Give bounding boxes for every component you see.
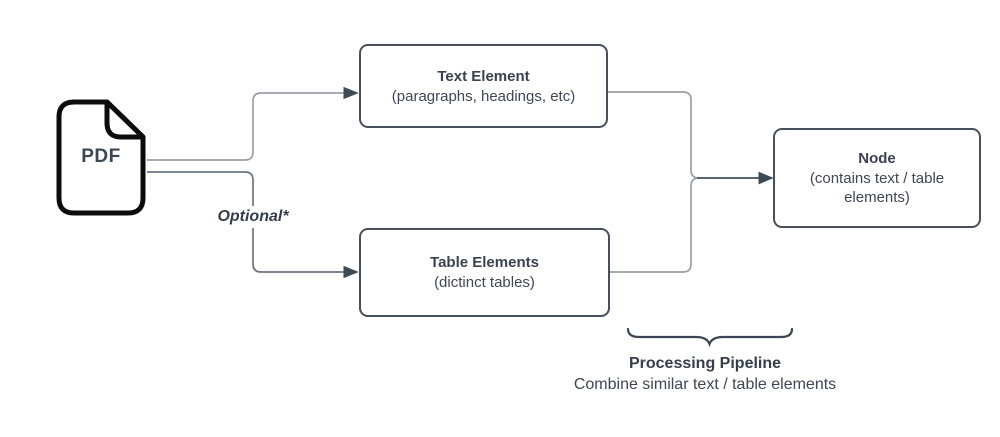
curly-brace — [626, 327, 794, 348]
connector-pdf-to-text-element — [147, 86, 359, 161]
node-title: Node — [858, 150, 896, 167]
table-elements-title: Table Elements — [430, 254, 539, 271]
arrowhead-table-elements — [343, 265, 359, 279]
arrowhead-node — [758, 171, 774, 185]
text-element-subtitle: (paragraphs, headings, etc) — [391, 87, 576, 105]
processing-pipeline-caption: Processing Pipeline Combine similar text… — [555, 353, 855, 396]
table-elements-subtitle: (dictinct tables) — [434, 274, 535, 291]
connector-merge-to-node — [697, 171, 774, 185]
pdf-label: PDF — [81, 145, 121, 167]
connector-text-element-to-merge — [608, 91, 700, 179]
node-node: Node (contains text / table elements) — [773, 128, 981, 228]
text-element-title: Text Element — [437, 67, 530, 85]
arrowhead-text-element — [343, 86, 359, 100]
caption-subtitle: Combine similar text / table elements — [573, 376, 837, 393]
connector-table-elements-to-merge — [610, 177, 700, 273]
optional-note: Optional* — [204, 206, 302, 228]
node-subtitle: (contains text / table elements) — [809, 170, 945, 206]
text-element-node: Text Element (paragraphs, headings, etc) — [359, 44, 608, 128]
pdf-file-icon — [56, 99, 146, 216]
table-elements-node: Table Elements (dictinct tables) — [359, 228, 610, 317]
caption-title: Processing Pipeline — [628, 355, 782, 372]
